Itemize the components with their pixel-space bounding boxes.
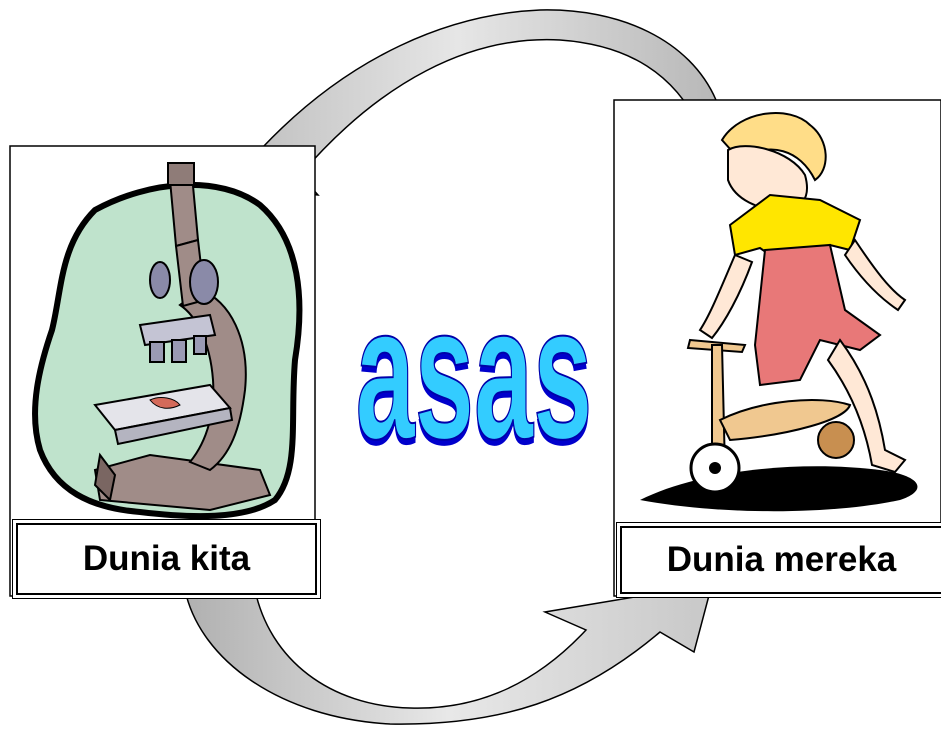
bottom-curved-arrow <box>185 584 712 724</box>
label-dunia-mereka: Dunia mereka <box>620 526 941 594</box>
label-dunia-kita: Dunia kita <box>16 523 317 595</box>
label-dunia-kita-text: Dunia kita <box>83 539 250 579</box>
center-word-face: asas <box>356 266 593 478</box>
center-word-asas: asas asas <box>356 266 593 484</box>
label-dunia-mereka-text: Dunia mereka <box>667 540 897 580</box>
